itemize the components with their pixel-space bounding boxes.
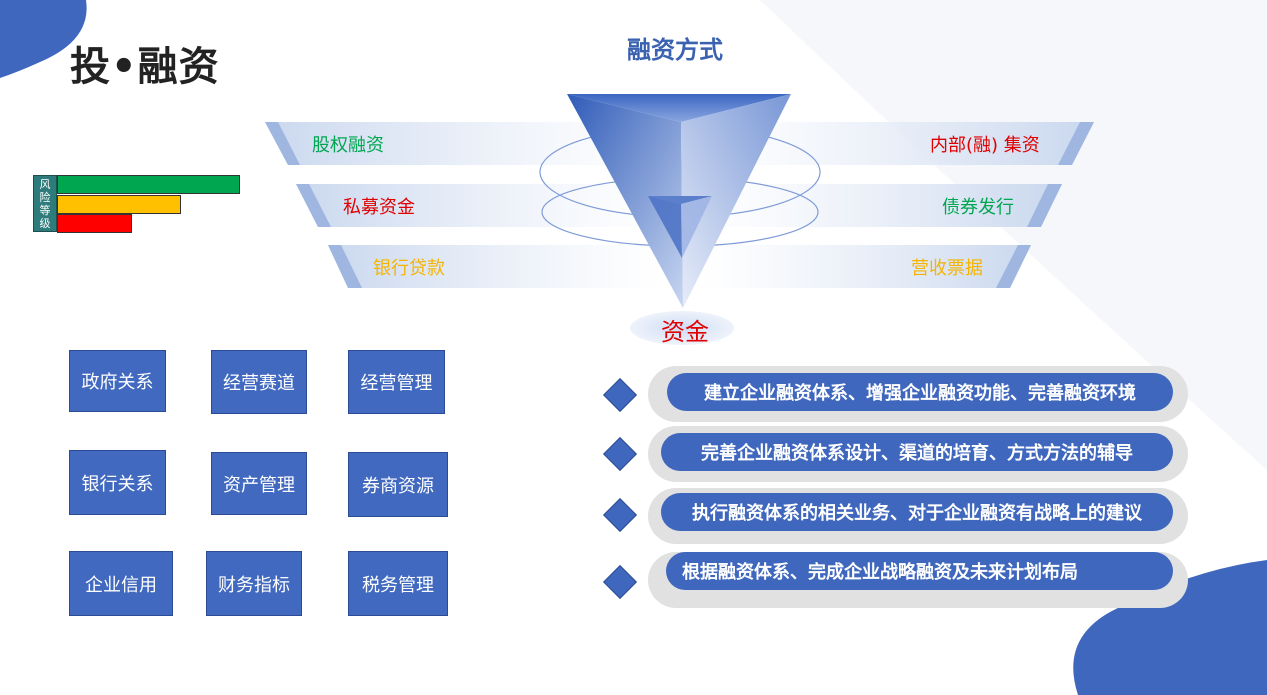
box-government-relations: 政府关系 [69, 350, 166, 412]
box-financial-indicators: 财务指标 [206, 551, 302, 616]
funnel-label-bank-loans: 银行贷款 [373, 258, 445, 279]
risk-level-label: 风 险 等 级 [33, 175, 57, 232]
box-business-track: 经营赛道 [211, 350, 307, 414]
box-broker-resources: 券商资源 [348, 452, 448, 517]
risk-bar-medium [57, 195, 181, 214]
box-business-management: 经营管理 [348, 350, 445, 414]
background-swoosh [760, 0, 1267, 470]
funnel-label-private-funds: 私募资金 [343, 197, 415, 218]
funnel-label-internal-fundraising: 内部(融) 集资 [930, 135, 1040, 156]
funnel-title: 融资方式 [627, 36, 723, 64]
corner-shape-bottom-right [1073, 560, 1267, 695]
risk-label-char: 级 [39, 217, 51, 230]
funnel-label-revenue-notes: 营收票据 [911, 258, 983, 279]
corner-shape-top-left [0, 0, 87, 78]
risk-bar-low [57, 214, 132, 233]
step-text-1: 建立企业融资体系、增强企业融资功能、完善融资环境 [667, 373, 1173, 411]
slide-title: 投•融资 [70, 44, 220, 90]
step-text-2: 完善企业融资体系设计、渠道的培育、方式方法的辅导 [661, 433, 1173, 471]
box-asset-management: 资产管理 [211, 452, 307, 515]
box-bank-relations: 银行关系 [69, 450, 166, 515]
step-text-4: 根据融资体系、完成企业战略融资及未来计划布局 [666, 552, 1173, 590]
risk-label-char: 险 [39, 191, 51, 204]
risk-bar-high [57, 175, 240, 194]
capital-label: 资金 [661, 318, 709, 346]
funnel-label-equity-financing: 股权融资 [312, 135, 384, 156]
box-corporate-credit: 企业信用 [69, 551, 173, 616]
funnel-label-bond-issuance: 债券发行 [942, 197, 1014, 218]
risk-label-char: 等 [39, 204, 51, 217]
step-text-3: 执行融资体系的相关业务、对于企业融资有战略上的建议 [661, 493, 1173, 531]
box-tax-management: 税务管理 [348, 551, 448, 616]
risk-label-char: 风 [39, 178, 51, 191]
